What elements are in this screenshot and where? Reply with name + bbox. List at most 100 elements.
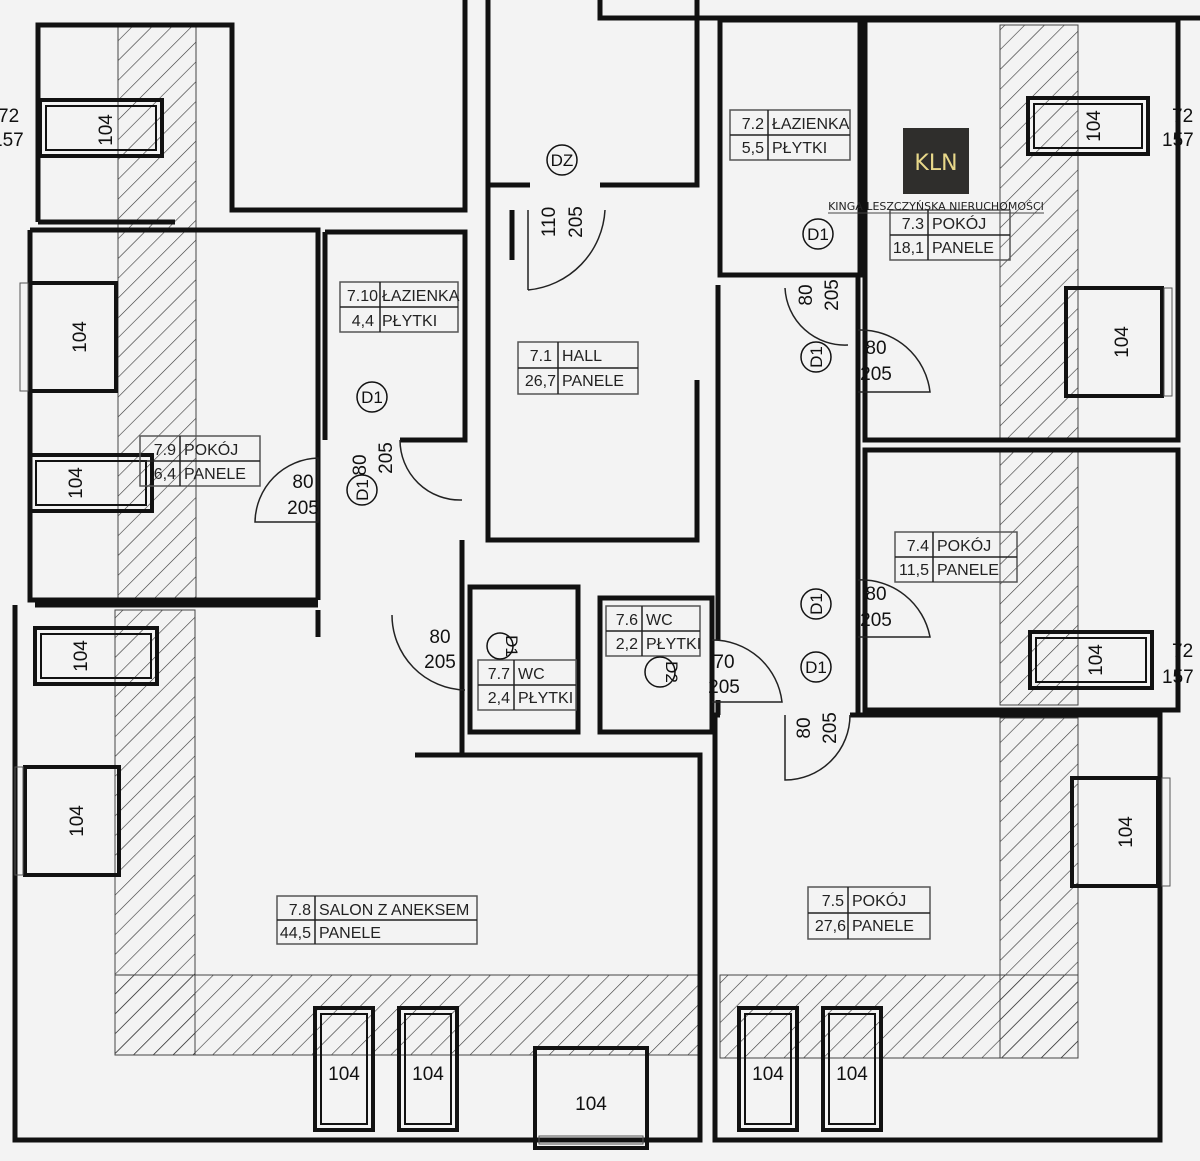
rooms-2-no-text: 7.3: [902, 216, 924, 233]
rooms-1-no-text: 7.2: [742, 116, 764, 133]
window: 104: [28, 453, 154, 513]
rooms-4-area-text: 27,6: [815, 918, 846, 935]
window: 104: [821, 1006, 883, 1132]
rooms-5-area-text: 2,2: [616, 636, 638, 653]
doors-8-height-text: 205: [820, 712, 841, 744]
doors-8-tag-text: D1: [805, 658, 827, 677]
doors-4-tag-text: D1: [353, 479, 372, 501]
doors-3-height-text: 205: [376, 442, 397, 474]
doors-3-width-text: 80: [350, 454, 371, 475]
doors-1-height-text: 205: [822, 279, 843, 311]
window: 104: [38, 98, 164, 158]
rooms-9-floor-text: PŁYTKI: [382, 313, 437, 330]
rooms-6-no-text: 7.7: [488, 666, 510, 683]
doors-5-width-text: 80: [429, 627, 450, 648]
window: 104: [33, 626, 159, 686]
rooms-2-floor-text: PANELE: [932, 240, 994, 257]
rooms-0-area-text: 26,7: [525, 373, 556, 390]
rooms-2-name-text: POKÓJ: [932, 214, 986, 233]
rooms-9-area-text: 4,4: [352, 313, 374, 330]
rooms-7-name-text: SALON Z ANEKSEM: [319, 902, 469, 919]
doors-6-height-text: 205: [708, 677, 740, 698]
rooms-1-area-text: 5,5: [742, 140, 764, 157]
rooms-3-area-text: 11,5: [899, 562, 929, 579]
walls: [12, 0, 1200, 1143]
window: 104: [737, 1006, 799, 1132]
rooms-6-floor-text: PŁYTKI: [518, 690, 573, 707]
doors-3-tag-text: D1: [361, 388, 383, 407]
doors-0-tag-text: DZ: [551, 151, 574, 170]
room-label-7-7: 7.7 WC 2,4 PŁYTKI: [477, 659, 577, 711]
room-label-7-4: 7.4 POKÓJ 11,5 PANELE: [894, 531, 1018, 583]
doors-0-height-text: 205: [566, 206, 587, 238]
window_width-text: 104: [1112, 326, 1133, 358]
sill-b-text: 157: [1162, 667, 1194, 688]
doors-5-height-text: 205: [424, 652, 456, 673]
sill-a-text: 72: [0, 106, 19, 127]
rooms-8-floor-text: PANELE: [184, 466, 246, 483]
rooms-1-name-text: ŁAZIENKA: [772, 116, 850, 133]
window: 104: [1026, 96, 1150, 156]
rooms-5-name-text: WC: [646, 612, 673, 629]
window_width-text: 104: [575, 1094, 607, 1115]
doors-2-tag-text: D1: [807, 346, 826, 368]
window_width-text: 104: [1084, 110, 1105, 142]
rooms-9-no-text: 7.10: [347, 288, 378, 305]
window: 104: [1028, 630, 1154, 690]
window_width-text: 104: [328, 1064, 360, 1085]
logo-company-text: KINGA LESZCZYŃSKA NIERUCHOMOŚCI: [828, 200, 1044, 213]
door-tag-d1: D1 80 205: [287, 472, 378, 519]
rooms-0-no-text: 7.1: [530, 348, 552, 365]
window_width-text: 104: [67, 805, 88, 837]
rooms-9-name-text: ŁAZIENKA: [382, 288, 460, 305]
window: 104: [533, 1046, 649, 1150]
doors-4-height-text: 205: [287, 498, 319, 519]
rooms-3-floor-text: PANELE: [937, 562, 999, 579]
window: 104: [1064, 286, 1173, 398]
rooms-8-area-text: 6,4: [154, 466, 176, 483]
window_width-text: 104: [66, 467, 87, 499]
doors-8-width-text: 80: [794, 717, 815, 738]
doors-6-tag-text: D2: [662, 661, 681, 683]
door-swings: [254, 209, 931, 781]
rooms-8-name-text: POKÓJ: [184, 440, 238, 459]
window: 104: [313, 1006, 375, 1132]
window: 104: [1070, 776, 1171, 888]
rooms-4-floor-text: PANELE: [852, 918, 914, 935]
doors-1-width-text: 80: [796, 284, 817, 305]
rooms-0-name-text: HALL: [562, 348, 602, 365]
rooms-7-area-text: 44,5: [280, 925, 311, 942]
rooms-5-floor-text: PŁYTKI: [646, 636, 701, 653]
rooms-3-no-text: 7.4: [907, 538, 929, 555]
window_width-text: 104: [752, 1064, 784, 1085]
window: 104: [14, 765, 121, 877]
doors-2-height-text: 205: [860, 364, 892, 385]
rooms-7-no-text: 7.8: [289, 902, 311, 919]
rooms-3-name-text: POKÓJ: [937, 536, 991, 555]
window: 104: [19, 281, 118, 393]
rooms-6-name-text: WC: [518, 666, 545, 683]
sill-b-text: 157: [1162, 130, 1194, 151]
doors-1-tag-text: D1: [807, 225, 829, 244]
rooms-7-floor-text: PANELE: [319, 925, 381, 942]
doors-4-width-text: 80: [292, 472, 313, 493]
window_width-text: 104: [71, 640, 92, 672]
rooms-6-area-text: 2,4: [488, 690, 510, 707]
rooms-4-name-text: POKÓJ: [852, 891, 906, 910]
rooms-1-floor-text: PŁYTKI: [772, 140, 827, 157]
window_width-text: 104: [96, 114, 117, 146]
doors-7-width-text: 80: [865, 584, 886, 605]
rooms-4-no-text: 7.5: [822, 893, 844, 910]
window_width-text: 104: [836, 1064, 868, 1085]
